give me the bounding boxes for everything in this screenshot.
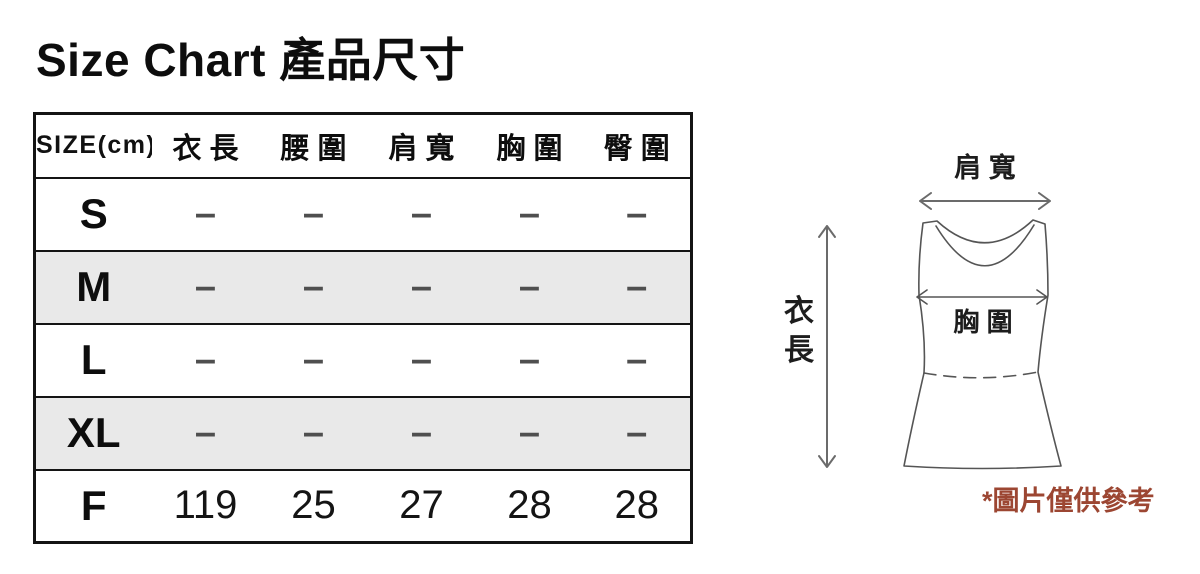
table-row-xl: XL – – – – – xyxy=(34,396,692,470)
size-label: S xyxy=(79,190,108,237)
table-row-m: M – – – – – xyxy=(34,250,692,324)
cell-value: – xyxy=(194,338,217,381)
cell-value: – xyxy=(410,192,433,235)
measure-arrows xyxy=(818,192,1051,468)
cell-value: – xyxy=(302,192,325,235)
size-label: F xyxy=(80,481,107,529)
cell-value: – xyxy=(410,265,433,308)
header-row: SIZE(cm) 衣 長 腰 圍 肩 寬 胸 圍 臀 圍 xyxy=(34,114,692,178)
chest-measure-arrow xyxy=(916,289,1048,305)
cell-value: 27 xyxy=(399,483,444,528)
chest-label: 胸 圍 xyxy=(953,307,1012,337)
table-row-l: L – – – – – xyxy=(34,324,692,397)
garment-measurement-diagram: 肩 寬 胸 圍 衣 長 *圖片僅供參考 xyxy=(784,152,1155,516)
column-header-garment-length: 衣 長 xyxy=(172,132,239,165)
table-row-s: S – – – – – xyxy=(34,178,692,251)
size-label: M xyxy=(76,263,112,310)
cell-value: 25 xyxy=(291,483,336,528)
shoulder-width-label: 肩 寬 xyxy=(954,152,1016,183)
cell-value: – xyxy=(518,338,541,381)
cell-value: – xyxy=(194,411,217,454)
waist-dashed-line xyxy=(923,371,1039,379)
cell-value: – xyxy=(410,338,433,381)
cell-value: – xyxy=(626,411,648,454)
shoulder-width-arrow xyxy=(919,192,1051,210)
cell-value: 28 xyxy=(507,483,552,528)
cell-value: – xyxy=(302,338,325,381)
cell-value: – xyxy=(302,411,325,454)
tank-top-outline xyxy=(903,219,1062,470)
cell-value: – xyxy=(518,265,541,308)
length-label-char-bottom: 長 xyxy=(784,334,815,367)
cell-value: 119 xyxy=(173,483,238,528)
diagram-labels: 肩 寬 胸 圍 衣 長 xyxy=(784,152,1016,367)
front-neckline xyxy=(935,224,1035,267)
size-chart-table: SIZE(cm) 衣 長 腰 圍 肩 寬 胸 圍 臀 圍 S – – – – –… xyxy=(33,112,693,544)
size-label: L xyxy=(80,336,107,383)
column-header-waist: 腰 圍 xyxy=(280,132,347,165)
cell-value: – xyxy=(302,265,325,308)
table-row-f: F 119 25 27 28 28 xyxy=(35,470,692,543)
cell-value: – xyxy=(626,265,648,308)
garment-length-arrow xyxy=(818,225,836,468)
page-title: Size Chart 產品尺寸 xyxy=(36,34,466,86)
cell-value: – xyxy=(194,192,217,235)
column-header-size: SIZE(cm) xyxy=(36,131,152,160)
column-header-hip: 臀 圍 xyxy=(603,132,670,165)
length-label-char-top: 衣 xyxy=(784,295,814,328)
column-header-chest: 胸 圍 xyxy=(496,132,563,165)
cell-value: – xyxy=(518,192,541,235)
reference-note: *圖片僅供參考 xyxy=(982,485,1155,516)
tank-top xyxy=(903,219,1062,470)
size-label: XL xyxy=(66,409,121,456)
cell-value: – xyxy=(626,338,648,381)
cell-value: – xyxy=(194,265,217,308)
cell-value: 28 xyxy=(614,483,660,528)
cell-value: – xyxy=(410,411,433,454)
cell-value: – xyxy=(518,411,541,454)
cell-value: – xyxy=(626,192,648,235)
column-header-shoulder: 肩 寬 xyxy=(388,132,455,165)
